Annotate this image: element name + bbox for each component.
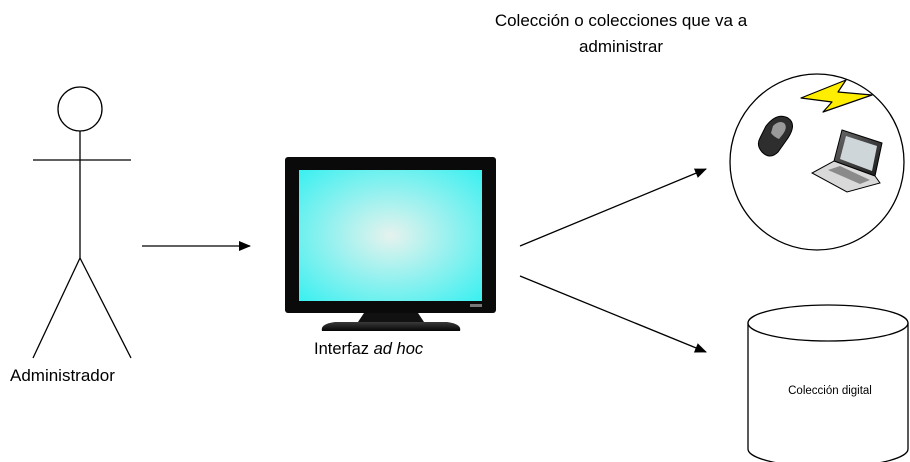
collections-label: Colección o colecciones que va a adminis… [494, 11, 748, 56]
actor-head [57, 86, 103, 132]
monitor-icon [285, 157, 496, 331]
monitor-stand [321, 322, 461, 331]
arrow-interface-to-database [519, 275, 707, 353]
actor-label: Administrador [10, 366, 115, 385]
database-label: Colección digital [788, 385, 872, 397]
actor-right-leg [79, 257, 132, 359]
mobile-phone-icon [757, 115, 793, 157]
actor-figure [32, 86, 132, 359]
monitor-screen [299, 170, 482, 301]
arrow-interface-to-collections [519, 168, 707, 247]
interface-label-prefix: Interfaz [314, 340, 374, 358]
interface-label-emphasis: ad hoc [373, 340, 424, 358]
monitor-power-led [470, 304, 482, 307]
actor-left-leg [32, 257, 81, 359]
monitor-neck [358, 313, 424, 322]
database-cylinder [747, 304, 909, 462]
interface-label: Interfaz ad hoc [314, 340, 423, 359]
lightning-icon [800, 79, 873, 113]
laptop-icon [810, 129, 883, 193]
collections-circle [729, 73, 905, 251]
